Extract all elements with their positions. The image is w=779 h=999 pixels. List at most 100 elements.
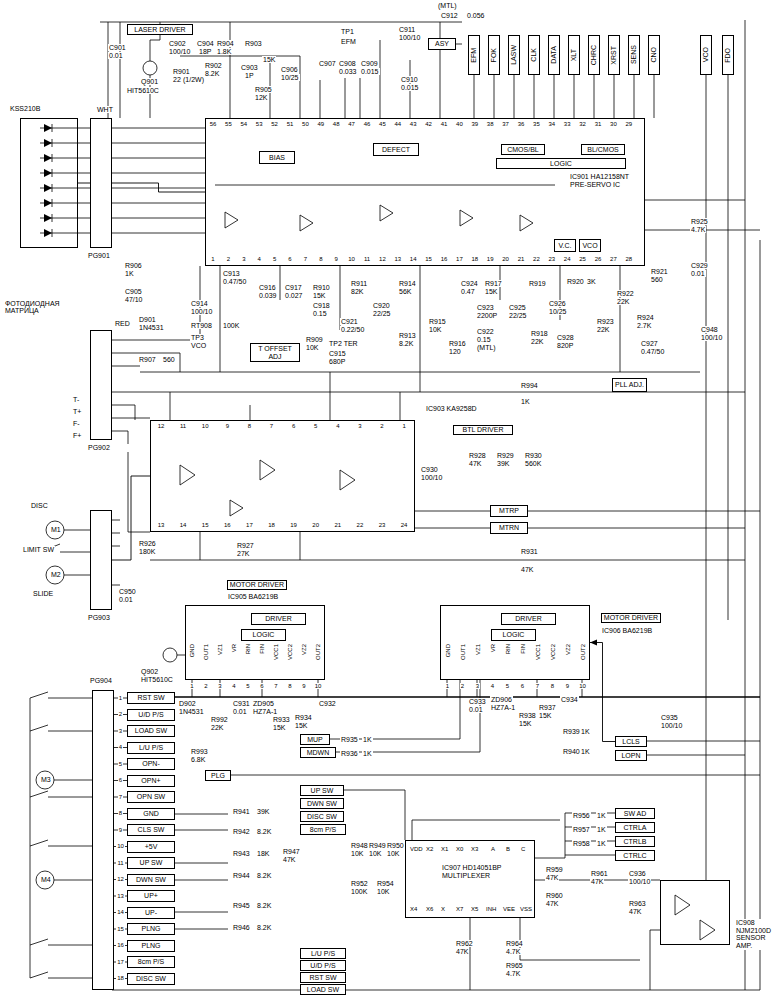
pin-number: 5 <box>245 683 250 689</box>
component-label: R928 <box>468 452 487 459</box>
component-label: C907 <box>318 60 337 67</box>
node-label: DISC SW <box>136 975 166 983</box>
component-label: R964 <box>505 940 524 947</box>
component-label: 8.2K <box>398 340 414 347</box>
component-label: 15K <box>272 724 286 731</box>
pin-number: 7 <box>535 683 540 689</box>
component-label: C905 <box>124 288 143 295</box>
signal-box: 8cm P/S <box>127 956 175 968</box>
pin-number: 12 <box>157 423 166 429</box>
wire <box>100 22 462 118</box>
pin-number: 27 <box>609 256 618 262</box>
component-label: D902 <box>178 700 197 707</box>
node-label: DATA <box>550 46 558 64</box>
pin-number: 26 <box>594 256 603 262</box>
pin-number: 4 <box>335 423 340 429</box>
signal-box: OPN+ <box>127 775 175 787</box>
node-label: BIAS <box>269 154 285 162</box>
pin-name: C <box>520 846 526 852</box>
pin-number: 11 <box>179 423 187 429</box>
opamp-symbol <box>180 460 355 516</box>
pin-number: 3 <box>357 423 362 429</box>
pin-name: INH <box>485 906 497 912</box>
component-label: C915 <box>328 350 347 357</box>
signal-box: DISC SW <box>300 811 344 822</box>
signal-box: MTRP <box>490 505 528 517</box>
signal-tag: CHRC <box>588 35 600 75</box>
component-label: C903 <box>240 64 259 71</box>
pin-number: 39 <box>470 121 479 127</box>
component-label: 47K <box>545 874 559 881</box>
pin-number: 9 <box>334 256 339 262</box>
component-label: 1K <box>596 812 607 819</box>
pin-number: 49 <box>316 121 325 127</box>
node-label: L/U P/S <box>139 744 163 752</box>
component-label: 10K <box>376 888 390 895</box>
component-label: R936 <box>340 750 359 757</box>
component-label: C929 <box>690 262 709 269</box>
component-label: R907 <box>138 356 157 363</box>
pin-number: 5 <box>313 423 318 429</box>
component-label: R994 <box>520 382 539 389</box>
node-label: UP+ <box>144 892 158 900</box>
pin-number: 22 <box>356 522 365 528</box>
pin-name: VCC2 <box>549 644 557 660</box>
component-label: 1N4531 <box>138 324 165 331</box>
component-label: R933 <box>272 716 291 723</box>
signal-box: GND <box>127 808 175 820</box>
component-label: (MTL) <box>437 2 458 9</box>
component-label: R940 <box>562 748 581 755</box>
pin-number: 5 <box>118 761 123 767</box>
pin-number: 50 <box>301 121 310 127</box>
wire <box>456 20 760 990</box>
ic-chip: MOTOR DRIVERIC905 BA6219BDRIVERLOGIC <box>185 605 325 680</box>
pin-number: 16 <box>223 522 232 528</box>
component-label: 6.8K <box>190 756 206 763</box>
signal-box: DWN SW <box>127 874 175 886</box>
pin-number: 52 <box>270 121 279 127</box>
component-label: 22K <box>616 298 630 305</box>
pin-number: 1 <box>189 683 194 689</box>
component-label: TP3 <box>190 334 205 341</box>
node-label: CTRLC <box>623 852 646 860</box>
component-label: HIT5610C <box>126 87 160 94</box>
component-label: M3 <box>40 776 52 783</box>
node-label: MOTOR DRIVER <box>601 613 661 623</box>
pin-number: 3 <box>217 683 222 689</box>
node-label: IC903 KA9258D <box>425 405 483 413</box>
ic-chip: MOTOR DRIVERIC906 BA6219BDRIVERLOGIC <box>440 605 590 680</box>
component-label: C931 <box>232 700 251 707</box>
component-label: R921 <box>650 268 669 275</box>
pin-name: OUT1 <box>202 644 210 660</box>
node-label: 8cm P/S <box>310 826 336 834</box>
component-label: 22K <box>210 724 224 731</box>
wire <box>112 790 760 990</box>
node-label: IC907 HD14051BP MULTIPLEXER <box>441 864 505 879</box>
pin-name: A <box>490 846 496 852</box>
pin-number: 11 <box>363 256 371 262</box>
component-label: R993 <box>190 748 209 755</box>
component-label: R903 <box>244 40 263 47</box>
component-label: R905 <box>254 86 273 93</box>
component-label: 560K <box>524 460 542 467</box>
pin-number: 55 <box>224 121 233 127</box>
component-label: SLIDE <box>32 590 54 597</box>
pin-number: 45 <box>378 121 387 127</box>
component-label: 0.015 <box>360 68 380 75</box>
node-label: CNO <box>650 47 658 63</box>
component-label: R949 <box>368 842 387 849</box>
pin-name: X0 <box>455 846 464 852</box>
component-label: R992 <box>210 716 229 723</box>
node-label: 8cm P/S <box>138 958 164 966</box>
pin-number: 7 <box>273 683 278 689</box>
component-label: R919 <box>528 280 547 287</box>
pin-name: GND <box>188 644 196 657</box>
component-label: TP2 TER <box>328 340 359 347</box>
pin-number: 54 <box>239 121 248 127</box>
pin-number: 19 <box>486 256 495 262</box>
node-label: OPN- <box>142 760 160 768</box>
component-label: C921 <box>340 318 359 325</box>
pin-number: 23 <box>378 522 387 528</box>
pin-number: 16 <box>116 942 125 948</box>
component-label: 0.01 <box>468 706 484 713</box>
